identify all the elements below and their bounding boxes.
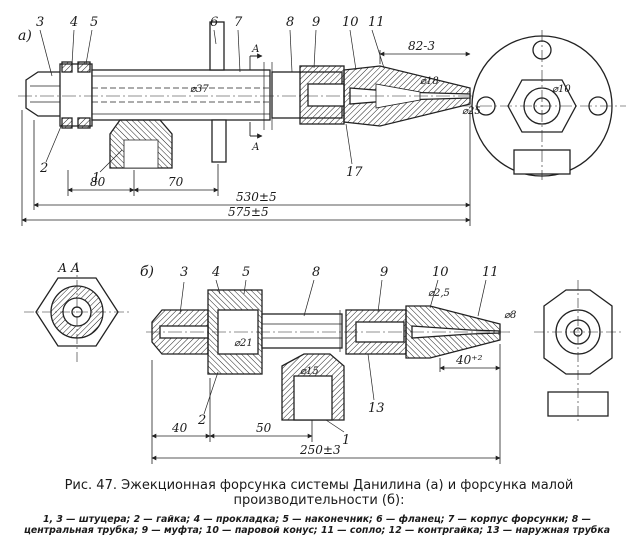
part-label-b-5: 5 xyxy=(242,265,250,280)
dim-a-d37: ⌀37 xyxy=(190,84,209,95)
section-a-a-label: А А xyxy=(57,261,80,275)
figure-caption: Рис. 47. Эжекционная форсунка системы Да… xyxy=(64,478,574,508)
dim-a-530: 530±5 xyxy=(236,190,277,204)
view-a-letter: а) xyxy=(18,28,32,44)
part-label-11: 11 xyxy=(368,15,385,30)
part-label-b-4: 4 xyxy=(211,265,220,280)
dim-b-250: 250±3 xyxy=(299,443,341,457)
part-label-b-13: 13 xyxy=(368,401,385,416)
dim-a-575: 575±5 xyxy=(228,205,269,219)
dim-a-82: 82-3 xyxy=(408,39,435,53)
part-label-7: 7 xyxy=(234,15,243,30)
part-label-5: 5 xyxy=(90,15,98,30)
part-label-9: 9 xyxy=(312,15,320,30)
part-label-17: 17 xyxy=(346,165,363,180)
part-label-3: 3 xyxy=(36,15,44,30)
part-label-b-3: 3 xyxy=(180,265,188,280)
dim-a-80: 80 xyxy=(90,175,106,189)
view-a-end-view xyxy=(460,30,626,180)
part-label-10: 10 xyxy=(342,15,359,30)
dim-b-d21: ⌀21 xyxy=(234,338,253,349)
part-label-b-2: 2 xyxy=(197,413,206,428)
dim-b-d25: ⌀2,5 xyxy=(428,288,450,299)
figure-legend: 1, 3 — штуцера; 2 — гайка; 4 — прокладка… xyxy=(23,514,611,536)
part-label-b-8: 8 xyxy=(312,265,320,280)
part-label-2: 2 xyxy=(39,161,48,176)
dim-b-d15: ⌀15 xyxy=(300,366,319,377)
dim-a-d10: ⌀10 xyxy=(552,84,571,95)
part-label-8: 8 xyxy=(286,15,294,30)
dim-a-d25: ⌀25 xyxy=(462,106,481,117)
part-label-6: 6 xyxy=(210,15,218,30)
part-label-4: 4 xyxy=(69,15,78,30)
view-b-letter: б) xyxy=(140,264,154,280)
dim-b-40p2: 40⁺² xyxy=(455,353,483,367)
view-b-dimensions xyxy=(151,344,501,464)
dim-a-70: 70 xyxy=(168,175,184,189)
dim-b-d8: ⌀8 xyxy=(504,310,516,321)
view-a-assembly xyxy=(18,21,478,169)
view-b-end-view xyxy=(534,280,624,424)
view-b-assembly xyxy=(146,289,510,421)
part-label-b-10: 10 xyxy=(432,265,449,280)
dim-b-50: 50 xyxy=(256,421,272,435)
view-a-dimensions xyxy=(21,50,471,226)
dim-b-40: 40 xyxy=(171,421,188,435)
section-mark-bottom: А xyxy=(251,142,260,153)
dim-a-d18: ⌀18 xyxy=(420,76,439,87)
part-label-b-11: 11 xyxy=(482,265,499,280)
section-a-a-view xyxy=(24,262,130,362)
part-label-1: 1 xyxy=(92,171,100,186)
drawing-labels: а) б) А А А А 3 4 5 6 7 8 9 10 11 2 1 17… xyxy=(18,15,571,457)
part-label-b-9: 9 xyxy=(380,265,388,280)
part-label-b-1: 1 xyxy=(342,433,350,448)
section-mark-top: А xyxy=(251,44,260,55)
leader-lines xyxy=(39,29,487,433)
